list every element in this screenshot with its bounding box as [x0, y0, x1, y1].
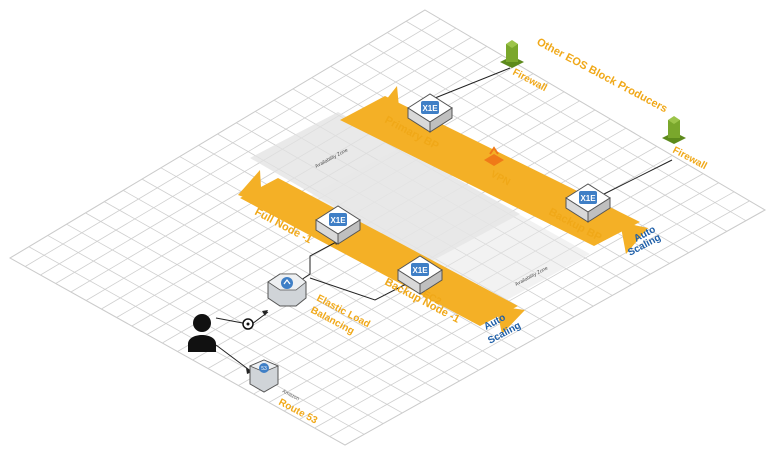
route53-icon: 53	[248, 359, 280, 393]
grid-line	[141, 178, 479, 371]
bp-network-band	[340, 86, 648, 254]
availability-zone-band-lower	[310, 148, 590, 304]
user-icon	[188, 314, 216, 352]
internet-icon	[242, 318, 254, 330]
grid-line	[47, 235, 384, 424]
load-balancer-icon	[267, 273, 307, 307]
chip-backup-node: X1E	[397, 255, 443, 295]
firewall-icon	[500, 40, 524, 68]
chip-backup-bp: X1E	[565, 183, 611, 223]
chip-label: X1E	[412, 266, 428, 275]
vpn-icon	[484, 146, 504, 166]
node-network-band	[238, 170, 525, 334]
grid-line	[85, 212, 422, 403]
chip-full-node: X1E	[315, 205, 361, 245]
svg-text:53: 53	[261, 366, 267, 372]
chip-label: X1E	[330, 216, 346, 225]
grid-line	[66, 223, 403, 414]
chip-label: X1E	[422, 104, 438, 113]
grid-line	[329, 200, 750, 437]
grid-line	[299, 182, 719, 420]
chip-label: X1E	[580, 194, 596, 203]
grid-line	[160, 167, 498, 360]
chip-primary-bp: X1E	[407, 93, 453, 133]
firewall-icon	[662, 116, 686, 144]
